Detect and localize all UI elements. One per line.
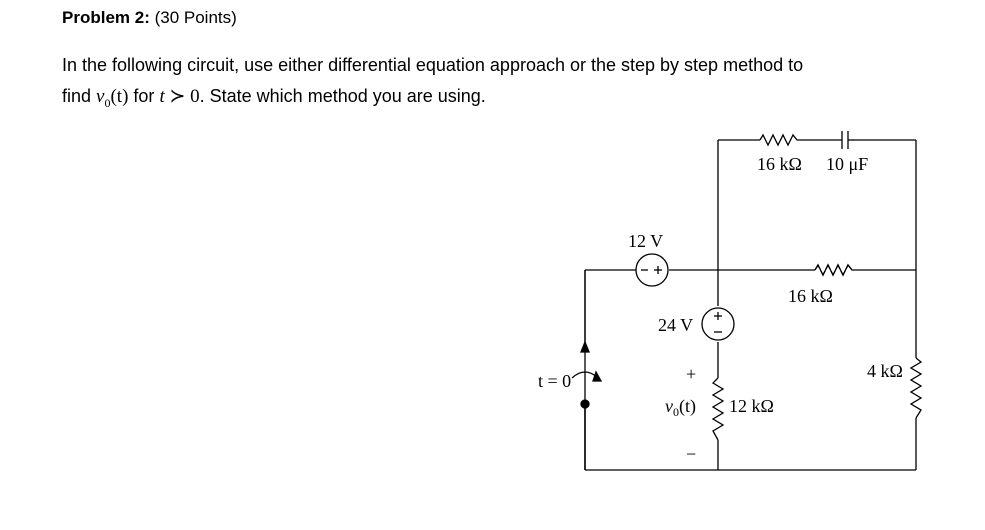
voltage-source-12v (635, 253, 669, 287)
statement-line-1: In the following circuit, use either dif… (62, 55, 804, 75)
succ-zero: ≻ 0 (164, 86, 200, 107)
for-text: for (133, 86, 160, 106)
problem-points: (30 Points) (149, 8, 237, 27)
problem-label: Problem 2: (62, 8, 150, 27)
label-cap: 10 μF (826, 154, 868, 174)
label-r-mid: 16 kΩ (788, 286, 833, 306)
label-switch: t = 0 (538, 371, 571, 391)
resistor-bottom-12k (711, 377, 725, 441)
resistor-right-4k (909, 357, 923, 419)
problem-title: Problem 2: (30 Points) (62, 8, 237, 28)
statement-rest: . State which method you are using. (199, 86, 486, 106)
find-text: find (62, 86, 97, 106)
switch (571, 270, 603, 470)
statement-line-2: find v0(t) for t ≻ 0. State which method… (62, 81, 962, 119)
label-r-bottom: 12 kΩ (729, 396, 774, 416)
vo-minus: − (686, 444, 696, 464)
voltage-source-24v (701, 307, 735, 341)
vo-symbol: v0 (96, 86, 111, 110)
label-24v: 24 V (658, 315, 693, 335)
label-vo: v0(t) (665, 396, 696, 419)
label-r-top: 16 kΩ (757, 154, 802, 174)
label-12v: 12 V (628, 231, 663, 251)
t-symbol: t (159, 86, 165, 107)
resistor-top-16k (759, 133, 800, 147)
vo-plus: + (686, 364, 696, 384)
label-r-right: 4 kΩ (867, 361, 903, 381)
capacitor-10uf (841, 131, 854, 149)
problem-statement: In the following circuit, use either dif… (62, 50, 962, 119)
vo-argument: (t) (110, 86, 129, 107)
